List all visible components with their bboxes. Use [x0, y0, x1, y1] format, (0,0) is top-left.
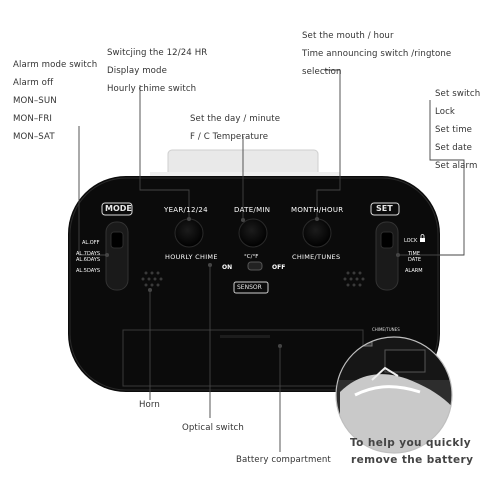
chime-tunes-label: CHIME/TUNES	[292, 253, 341, 261]
temp-unit-label: °C/°F	[244, 254, 259, 260]
mon-fri-line: MON–FRI	[13, 114, 53, 124]
battery-compartment-label: Battery compartment	[236, 455, 331, 465]
optical-switch-label: Optical switch	[182, 423, 244, 433]
display-switch-annotation: Switcjing the 12/24 HR Display mode Hour…	[107, 44, 207, 98]
set-switch-annotation: Set switch Lock Set time Set date Set al…	[435, 85, 480, 175]
lock-icon	[420, 234, 425, 242]
set-switch-line: Set switch	[435, 89, 481, 99]
inset-chime-label: CHIME/TUNES	[372, 327, 400, 332]
temperature-line: F / C Temperature	[190, 132, 269, 142]
hourly-chime-line: Hourly chime switch	[107, 84, 197, 94]
al-7days-label: AL.7DAYS	[76, 251, 100, 257]
battery-inset	[336, 337, 452, 453]
month-label: MONTH/HOUR	[291, 206, 344, 214]
alarm-mode-annotation: Alarm mode switch Alarm off MON–SUN MON–…	[13, 56, 97, 146]
on-off-toggle[interactable]	[247, 261, 263, 271]
mon-sun-line: MON–SUN	[13, 96, 57, 106]
set-date-line: Set date	[435, 143, 473, 153]
on-label: ON	[222, 264, 233, 271]
al-off-label: AL.OFF	[82, 240, 100, 246]
time-announce-line: Time announcing switch /ringtone	[302, 49, 452, 59]
switch-1224-line: Switcjing the 12/24 HR	[107, 48, 208, 58]
alarm-label: ALARM	[405, 268, 423, 274]
year-knob[interactable]	[174, 218, 204, 248]
al-6days-label: AL.6DAYS	[76, 257, 100, 263]
hourly-chime-label: HOURLY CHIME	[165, 253, 218, 261]
selection-line: selection	[302, 67, 342, 77]
month-hour-annotation: Set the mouth / hour Time announcing swi…	[302, 27, 451, 81]
date-side-label: DATE	[408, 257, 422, 263]
mode-button[interactable]	[101, 202, 133, 216]
day-minute-annotation: Set the day / minute F / C Temperature	[190, 110, 280, 146]
remove-battery-line-1: To help you quickly	[350, 437, 472, 449]
time-label: TIME	[408, 251, 421, 257]
leader-lines	[78, 69, 465, 452]
month-hour-line: Set the mouth / hour	[302, 31, 394, 41]
sensor-window	[233, 281, 269, 294]
horn-label: Horn	[139, 400, 160, 410]
set-time-line: Set time	[435, 125, 473, 135]
remove-battery-line-2: remove the battery	[351, 454, 474, 466]
set-alarm-line: Set alarm	[435, 161, 478, 171]
lock-label: LOCK	[404, 238, 418, 244]
al-5days-label: AL.5DAYS	[76, 268, 100, 274]
month-knob[interactable]	[302, 218, 332, 248]
date-knob[interactable]	[238, 218, 268, 248]
display-mode-line: Display mode	[107, 66, 167, 76]
right-speaker	[343, 271, 365, 287]
alarm-mode-line: Alarm mode switch	[13, 60, 98, 70]
alarm-off-line: Alarm off	[13, 78, 54, 88]
lock-line: Lock	[435, 107, 455, 117]
set-button[interactable]	[370, 202, 400, 216]
sensor-label: SENSOR	[237, 284, 262, 291]
set-button-label: SET	[376, 204, 393, 213]
mon-sat-line: MON–SAT	[13, 132, 55, 142]
year-label: YEAR/12/24	[164, 206, 208, 214]
day-minute-line: Set the day / minute	[190, 114, 281, 124]
mode-button-label: MODE	[105, 204, 132, 213]
date-label: DATE/MIN	[234, 206, 271, 214]
off-label: OFF	[272, 264, 286, 271]
left-speaker	[141, 271, 163, 287]
